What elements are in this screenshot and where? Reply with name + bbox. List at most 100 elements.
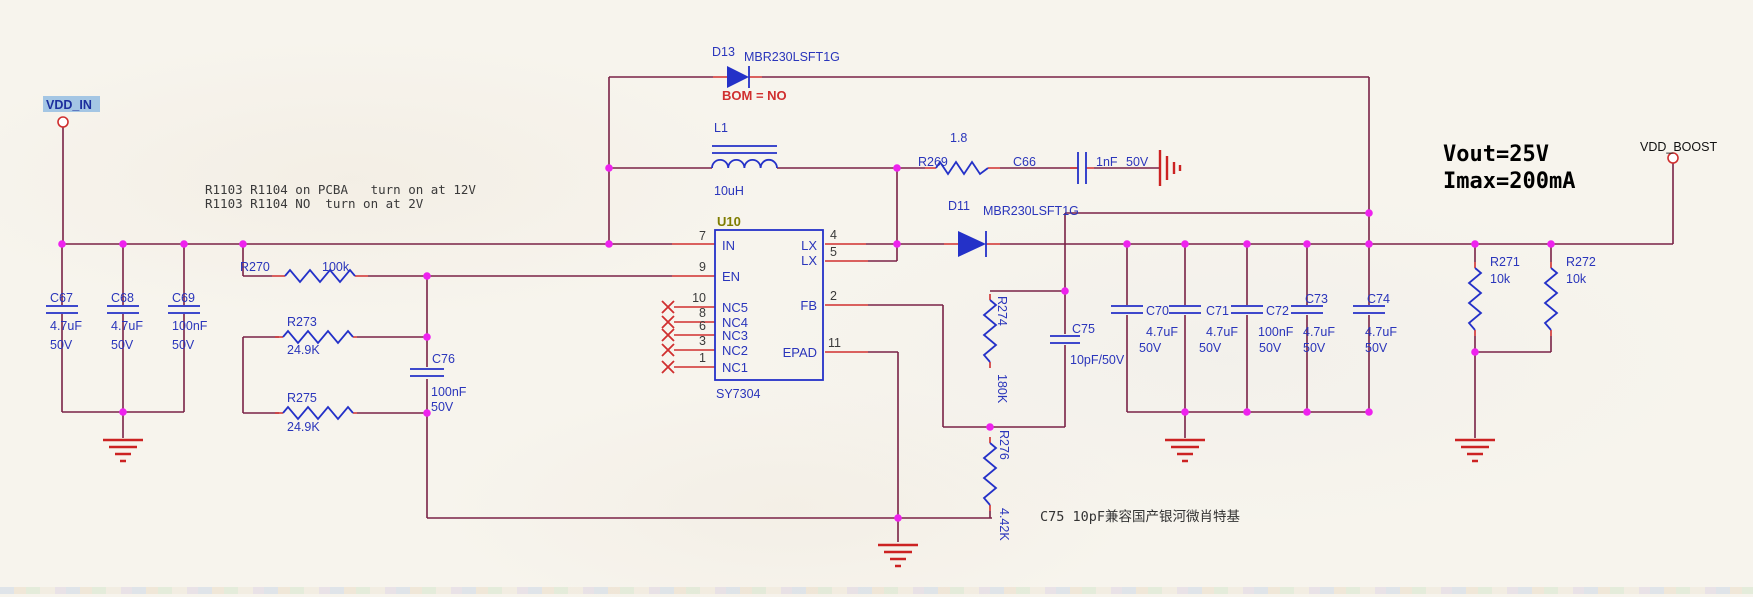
ground-symbol-input-caps [103, 438, 143, 463]
capacitor-C68-symbol[interactable] [107, 305, 139, 314]
capacitor-C74-symbol[interactable] [1353, 305, 1385, 314]
label-R269-value: 1.8 [950, 131, 967, 145]
capacitor-C76-symbol[interactable] [410, 368, 444, 377]
label-R272-value: 10k [1566, 272, 1587, 286]
bom-note: BOM = NO [722, 88, 787, 103]
label-C68-value: 4.7uF [111, 319, 143, 333]
label-C73-ref: C73 [1305, 292, 1328, 306]
pin-num-6: 6 [699, 319, 706, 333]
pin-num-1: 1 [699, 351, 706, 365]
label-C70-value: 4.7uF [1146, 325, 1178, 339]
resistor-R274-symbol[interactable] [982, 299, 998, 363]
pin-name-fb: FB [800, 298, 817, 313]
port-vdd-in[interactable] [57, 116, 69, 128]
junction-dots [58, 164, 1555, 522]
label-R275-ref: R275 [287, 391, 317, 405]
capacitor-C66-symbol[interactable] [1077, 152, 1087, 184]
wires [61, 76, 1674, 542]
resistor-R270-symbol[interactable] [284, 268, 356, 284]
label-R272-ref: R272 [1566, 255, 1596, 269]
inductor-core-lines [712, 145, 777, 154]
label-R270-ref: R270 [240, 260, 270, 274]
no-connect-x-marks [661, 300, 675, 374]
resistor-R271-symbol[interactable] [1467, 267, 1483, 331]
label-C73-volt: 50V [1303, 341, 1326, 355]
capacitor-C72-symbol[interactable] [1231, 305, 1263, 314]
pin-name-en: EN [722, 269, 740, 284]
label-C66-ref: C66 [1013, 155, 1036, 169]
label-C70-volt: 50V [1139, 341, 1162, 355]
pin-name-nc4: NC4 [722, 315, 748, 330]
spec-vout: Vout=25V [1443, 142, 1549, 167]
grounds [103, 150, 1495, 568]
label-C73-value: 4.7uF [1303, 325, 1335, 339]
label-C67-ref: C67 [50, 291, 73, 305]
diode-D13-symbol[interactable] [727, 66, 750, 88]
label-R273-ref: R273 [287, 315, 317, 329]
diode-D11-symbol[interactable] [958, 231, 987, 257]
capacitor-C75-symbol[interactable] [1050, 335, 1080, 344]
component-leads [272, 76, 1552, 511]
capacitor-C73-symbol[interactable] [1291, 305, 1323, 314]
pin-num-5: 5 [830, 245, 837, 259]
net-wires [61, 76, 1674, 542]
label-C72-value: 100nF [1258, 325, 1294, 339]
label-C75-value: 10pF/50V [1070, 353, 1125, 367]
pin-num-8: 8 [699, 306, 706, 320]
capacitor-C70-symbol[interactable] [1111, 305, 1143, 314]
pcba-note-line1: R1103 R1104 on PCBA turn on at 12V [205, 182, 476, 197]
ground-symbol-epad [878, 543, 918, 568]
label-C69-ref: C69 [172, 291, 195, 305]
capacitor-C69-symbol[interactable] [168, 305, 200, 314]
resistor-R276-symbol[interactable] [982, 442, 998, 506]
resistor-R275-symbol[interactable] [282, 405, 354, 421]
port-vdd-boost[interactable] [1667, 152, 1679, 164]
label-C67-volt: 50V [50, 338, 73, 352]
pin-num-7: 7 [699, 229, 706, 243]
label-R274-value: 180K [995, 374, 1009, 404]
label-C69-volt: 50V [172, 338, 195, 352]
resistor-R273-symbol[interactable] [282, 329, 354, 345]
pin-name-epad: EPAD [783, 345, 817, 360]
label-C71-ref: C71 [1206, 304, 1229, 318]
label-R276-ref: R276 [997, 430, 1011, 460]
label-C74-value: 4.7uF [1365, 325, 1397, 339]
label-C66-value: 1nF [1096, 155, 1118, 169]
label-C70-ref: C70 [1146, 304, 1169, 318]
label-R270-value: 100k [322, 260, 350, 274]
label-C74-ref: C74 [1367, 292, 1390, 306]
capacitor-C71-symbol[interactable] [1169, 305, 1201, 314]
pin-name-nc2: NC2 [722, 343, 748, 358]
x-mark-nc1 [661, 360, 675, 374]
pin-name-nc1: NC1 [722, 360, 748, 375]
x-mark-nc5 [661, 300, 675, 314]
label-R271-value: 10k [1490, 272, 1511, 286]
label-C66-volt: 50V [1126, 155, 1149, 169]
pin-num-3: 3 [699, 334, 706, 348]
pin-name-nc3: NC3 [722, 328, 748, 343]
label-D13-part: MBR230LSFT1G [744, 50, 840, 64]
label-C68-ref: C68 [111, 291, 134, 305]
label-L1-ref: L1 [714, 121, 728, 135]
capacitor-C67-symbol[interactable] [46, 305, 78, 314]
scan-artifact-strip [0, 587, 1753, 594]
pin-num-9: 9 [699, 260, 706, 274]
label-D13-ref: D13 [712, 45, 735, 59]
label-U10-ref: U10 [717, 214, 741, 229]
inductor-L1-symbol[interactable] [711, 145, 778, 169]
pin-name-in: IN [722, 238, 735, 253]
resistor-R272-symbol[interactable] [1543, 267, 1559, 331]
pin-name-lx4: LX [801, 238, 817, 253]
pin-num-4: 4 [830, 228, 837, 242]
resistor-R269-symbol[interactable] [935, 160, 989, 176]
pin-name-nc5: NC5 [722, 300, 748, 315]
x-mark-nc3 [661, 328, 675, 342]
net-label-vdd-in[interactable]: VDD_IN [46, 98, 92, 112]
pin-num-2: 2 [830, 289, 837, 303]
vdd-in-highlight [43, 96, 100, 112]
ic-U10-body[interactable] [714, 229, 824, 381]
label-R275-value: 24.9K [287, 420, 320, 434]
label-U10-part: SY7304 [716, 387, 761, 401]
label-C76-volt: 50V [431, 400, 454, 414]
